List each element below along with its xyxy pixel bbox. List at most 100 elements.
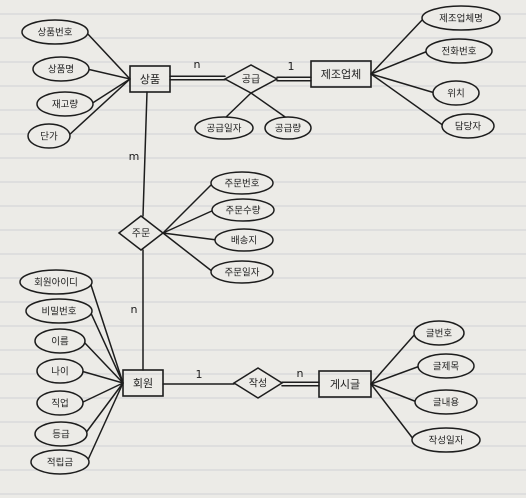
- cardinality-write-member: 1: [196, 368, 203, 381]
- attribute-product-0-ellipse: [21, 19, 89, 45]
- relationship-order-diamond: [117, 215, 165, 251]
- line-product-order: [142, 91, 148, 217]
- attribute-manufacturer-2-ellipse: [432, 80, 480, 106]
- attribute-order-3-label: 주문일자: [225, 267, 260, 278]
- attribute-product-2-label: 재고량: [52, 98, 78, 110]
- attribute-supply-1-label: 공급량: [275, 122, 301, 134]
- attribute-product-0-label: 상품번호: [38, 27, 73, 38]
- attribute-order-1-label: 주문수량: [226, 204, 261, 216]
- entity-product-label: 상품: [140, 73, 160, 86]
- attribute-member-5-label: 등급: [52, 429, 70, 440]
- attribute-product-3-label: 단가: [40, 131, 58, 142]
- attribute-order-1-ellipse: [211, 198, 275, 222]
- entity-manufacturer-box: [310, 60, 372, 88]
- attribute-member-1-ellipse: [25, 298, 93, 324]
- attribute-connector: [80, 370, 124, 384]
- attribute-connector: [85, 31, 131, 80]
- attribute-post-1-label: 글제목: [433, 361, 459, 372]
- attribute-connector: [162, 182, 214, 234]
- attribute-manufacturer-1-label: 전화번호: [442, 46, 477, 57]
- cardinality-order-product: m: [129, 150, 140, 163]
- entity-post-label: 게시글: [330, 378, 360, 391]
- attribute-connector: [86, 68, 131, 80]
- attribute-connector: [162, 209, 215, 234]
- cardinality-supply-manufacturer: 1: [288, 60, 295, 73]
- relationship-write-diamond: [232, 367, 284, 399]
- attribute-connector: [370, 383, 418, 403]
- attribute-manufacturer-0-label: 제조업체명: [439, 12, 483, 24]
- attribute-connector: [89, 310, 124, 384]
- attribute-member-4-label: 직업: [51, 397, 68, 409]
- attribute-member-4-ellipse: [36, 390, 84, 416]
- cardinality-write-post: n: [297, 367, 304, 380]
- attribute-post-3-ellipse: [411, 427, 481, 453]
- relationship-supply-label: 공급: [242, 74, 260, 86]
- attribute-connector: [162, 232, 218, 241]
- attribute-post-2-label: 글내용: [433, 397, 459, 408]
- attribute-member-0-ellipse: [19, 269, 93, 295]
- attribute-connector: [370, 365, 421, 385]
- entity-manufacturer-label: 제조업체: [321, 68, 361, 81]
- attribute-supply-0-label: 공급일자: [207, 123, 242, 134]
- attribute-connector: [84, 382, 124, 435]
- cardinality-supply-product: n: [194, 58, 201, 71]
- attribute-connector: [67, 78, 131, 137]
- attribute-post-3-label: 작성일자: [429, 435, 464, 446]
- attribute-member-5-ellipse: [34, 421, 88, 447]
- attribute-connector: [162, 232, 214, 273]
- attribute-member-3-label: 나이: [51, 366, 68, 377]
- attribute-order-0-label: 주문번호: [225, 178, 260, 189]
- attribute-member-1-label: 비밀번호: [42, 305, 77, 317]
- attribute-member-0-label: 회원아이디: [34, 277, 78, 288]
- attribute-product-1-ellipse: [32, 56, 90, 82]
- attribute-member-3-ellipse: [36, 358, 84, 384]
- cardinality-order-member: n: [131, 303, 138, 316]
- attribute-connector: [90, 78, 131, 105]
- attribute-connector: [89, 281, 124, 384]
- cardinality-labels: n 1 m n 1 n: [129, 58, 304, 381]
- attribute-member-6-ellipse: [30, 449, 90, 475]
- attribute-connector: [370, 17, 425, 75]
- attribute-connector: [370, 332, 417, 385]
- attribute-connector: [80, 382, 124, 404]
- attribute-product-3-ellipse: [27, 123, 71, 149]
- attribute-member-2-ellipse: [34, 328, 86, 354]
- attribute-post-0-label: 글번호: [426, 328, 452, 339]
- attribute-supply-1-ellipse: [264, 116, 312, 140]
- relationship-write-label: 작성: [249, 378, 267, 390]
- attribute-connector: [250, 92, 289, 120]
- attribute-connector: [370, 50, 429, 75]
- connection-lines: [67, 17, 445, 463]
- attribute-manufacturer-3-ellipse: [441, 113, 495, 139]
- attribute-connector: [370, 73, 436, 94]
- attribute-post-2-ellipse: [414, 389, 478, 415]
- attribute-connector: [223, 92, 252, 120]
- attribute-connector: [86, 382, 124, 463]
- attribute-order-2-ellipse: [214, 228, 274, 252]
- attribute-product-2-ellipse: [36, 91, 94, 117]
- attribute-order-3-ellipse: [210, 260, 274, 284]
- attribute-product-1-label: 상품명: [48, 64, 74, 75]
- relationship-supply-diamond: [223, 64, 279, 94]
- attribute-manufacturer-0-ellipse: [421, 5, 501, 31]
- entity-member-label: 회원: [133, 377, 153, 390]
- attribute-connector: [82, 340, 124, 384]
- attribute-connector: [370, 383, 415, 441]
- entity-post-box: [318, 370, 372, 398]
- attribute-supply-0-ellipse: [194, 116, 254, 140]
- attribute-manufacturer-3-label: 담당자: [455, 120, 481, 132]
- relationship-order-label: 주문: [132, 228, 150, 240]
- attribute-connector: [370, 73, 445, 127]
- attribute-post-0-ellipse: [413, 320, 465, 346]
- attribute-post-1-ellipse: [417, 353, 475, 379]
- attribute-member-2-label: 이름: [51, 336, 69, 347]
- entity-product-box: [129, 65, 171, 93]
- attribute-manufacturer-1-ellipse: [425, 38, 493, 64]
- attribute-member-6-label: 적립금: [47, 456, 73, 468]
- attribute-order-0-ellipse: [210, 171, 274, 195]
- attribute-order-2-label: 배송지: [231, 235, 257, 246]
- attribute-manufacturer-2-label: 위치: [447, 87, 464, 99]
